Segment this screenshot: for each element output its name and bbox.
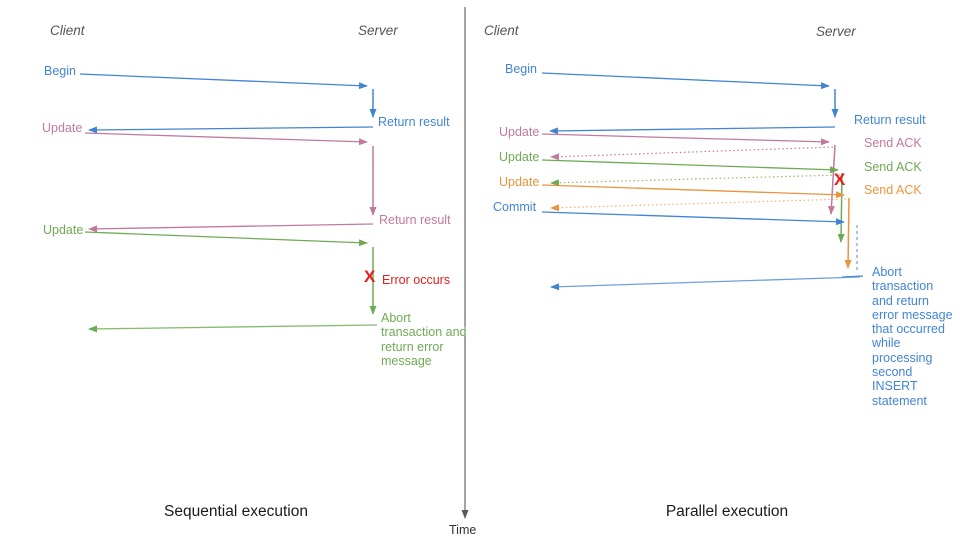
par-ack1-label: Send ACK	[864, 136, 922, 150]
par-abort-response-arrow	[550, 276, 861, 291]
par-return1-response-arrow	[549, 126, 836, 135]
seq-abort-label: Abort transaction and return error messa…	[381, 311, 467, 368]
seq-client-header: Client	[50, 23, 85, 38]
par-commit-label: Commit	[493, 200, 537, 214]
par-update2-label: Update	[499, 150, 540, 164]
par-error-x-icon: X	[834, 170, 846, 189]
par-ack1-response-arrow	[550, 146, 834, 161]
time-axis-label: Time	[449, 523, 477, 537]
seq-error-x-icon: X	[364, 267, 376, 286]
par-update2-processing-arrow	[837, 172, 845, 243]
seq-update2-request-arrow	[84, 231, 368, 247]
seq-error-label: Error occurs	[382, 273, 451, 287]
seq-abort-response-arrow	[88, 324, 378, 333]
seq-begin-label: Begin	[44, 64, 76, 78]
par-ack2-label: Send ACK	[864, 160, 922, 174]
par-ack3-label: Send ACK	[864, 183, 922, 197]
seq-update2-label: Update	[43, 223, 84, 237]
seq-begin-request-arrow	[79, 73, 368, 90]
par-abort-label: Abort transaction and return error messa…	[872, 265, 953, 408]
seq-update1-request-arrow	[84, 132, 368, 146]
par-client-header: Client	[484, 23, 519, 38]
par-update1-label: Update	[499, 125, 540, 139]
par-update3-processing-arrow	[844, 197, 852, 269]
seq-panel-title: Sequential execution	[164, 503, 308, 520]
par-update3-label: Update	[499, 175, 540, 189]
par-update1-request-arrow	[541, 133, 830, 146]
par-begin-label: Begin	[505, 62, 537, 76]
par-ack2-response-arrow	[550, 174, 841, 187]
par-server-header: Server	[816, 24, 856, 39]
par-commit-request-arrow	[541, 211, 845, 226]
par-update1-processing-arrow	[827, 144, 836, 215]
seq-server-header: Server	[358, 23, 398, 38]
seq-return2-response-arrow	[88, 223, 374, 233]
seq-return1-label: Return result	[378, 115, 450, 129]
seq-update1-label: Update	[42, 121, 83, 135]
seq-return1-response-arrow	[88, 126, 374, 134]
par-ack3-response-arrow	[550, 198, 847, 212]
par-update2-request-arrow	[541, 159, 839, 174]
par-panel-title: Parallel execution	[665, 503, 789, 520]
par-return1-label: Return result	[854, 113, 926, 127]
par-begin-request-arrow	[541, 72, 830, 90]
par-update3-request-arrow	[541, 184, 845, 199]
seq-return2-label: Return result	[379, 213, 451, 227]
